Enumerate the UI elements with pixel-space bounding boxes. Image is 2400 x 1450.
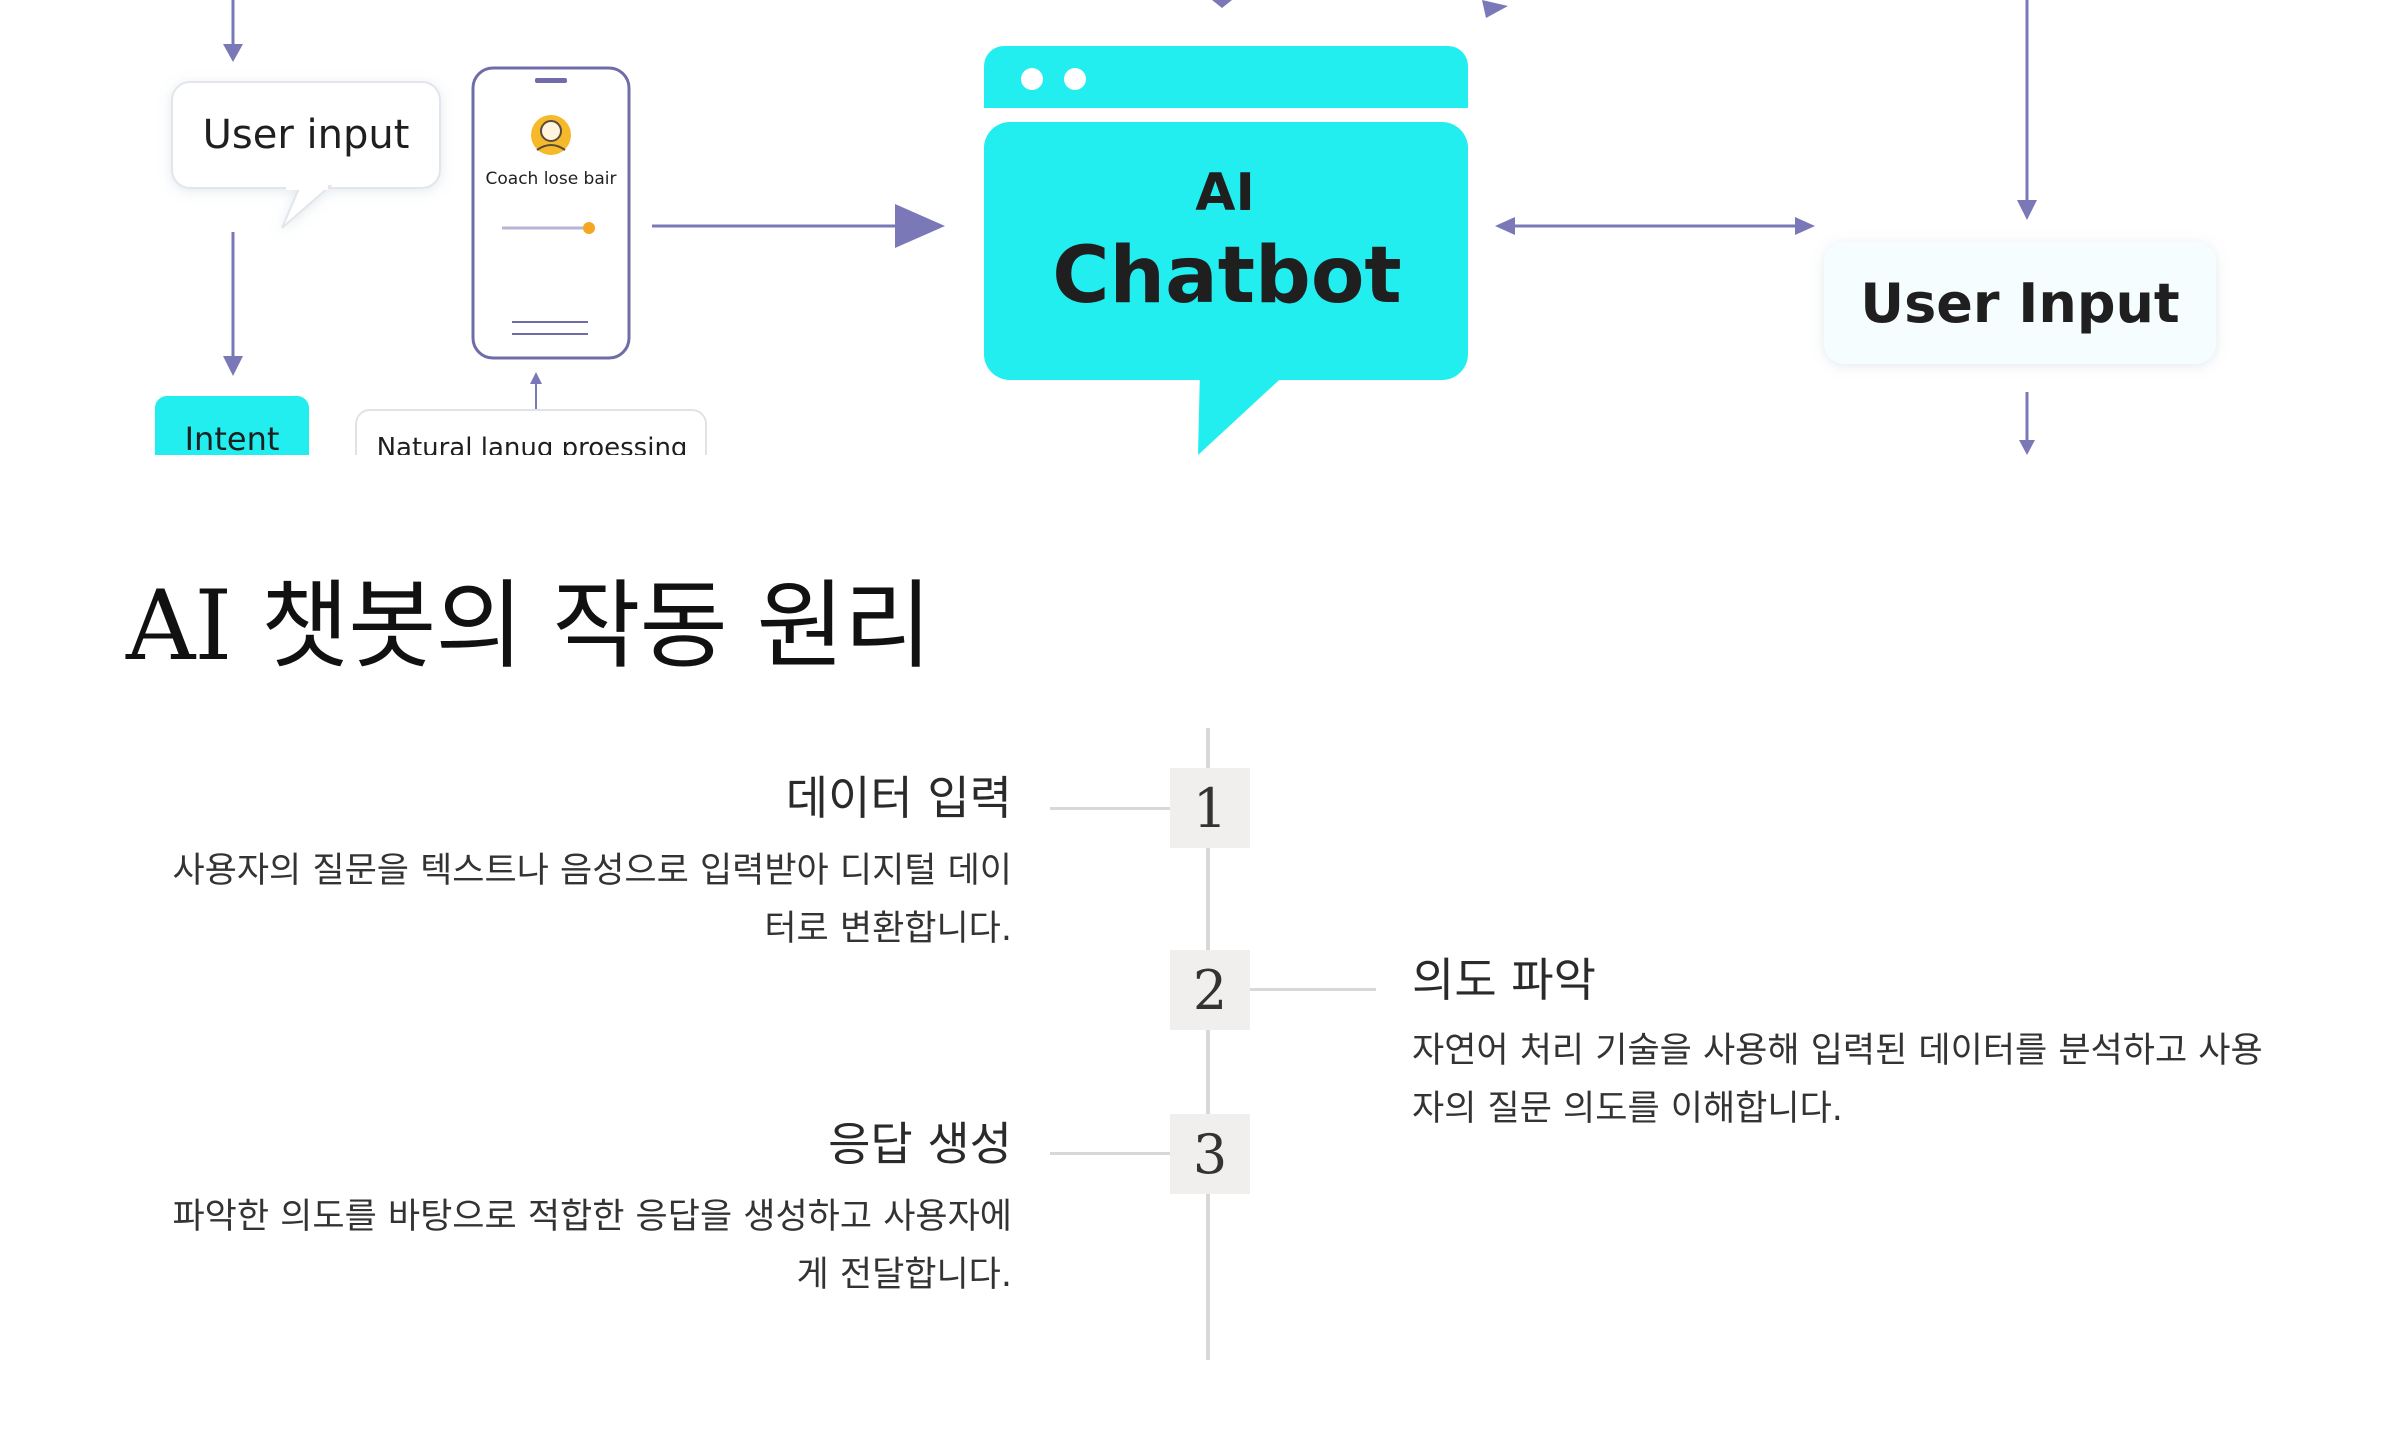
user-input-right-box: [1824, 242, 2216, 364]
phone-caption: Coach lose bair: [486, 169, 617, 189]
phone-mockup: [471, 66, 631, 360]
chatbot-flow-illustration: User input Intent Coach lose bair Natura…: [155, 0, 2216, 455]
connector-step-1: [1050, 807, 1172, 810]
nlp-box: [355, 409, 707, 455]
step-2-number: 2: [1170, 950, 1250, 1030]
step-1-number: 1: [1170, 768, 1250, 848]
step-3-title: 응답 생성: [828, 1117, 1012, 1171]
chatbot-line2: Chatbot: [1052, 231, 1401, 321]
chatbot-line1: AI: [1195, 163, 1255, 223]
step-2-title: 의도 파악: [1412, 953, 1596, 1007]
step-3-number: 3: [1170, 1114, 1250, 1194]
step-2-description: 자연어 처리 기술을 사용해 입력된 데이터를 분석하고 사용자의 질문 의도를…: [1412, 1031, 2263, 1129]
nlp-label: Natural lanug proessing: [377, 433, 688, 455]
intent-box: [155, 396, 309, 455]
step-3-description: 파악한 의도를 바탕으로 적합한 응답을 생성하고 사용자에게 전달합니다.: [172, 1197, 1012, 1295]
page-title: AI 챗봇의 작동 원리: [126, 570, 932, 682]
connector-step-2: [1250, 988, 1376, 991]
intent-label: Intent: [185, 420, 280, 455]
step-1-description: 사용자의 질문을 텍스트나 음성으로 입력받아 디지털 데이터로 변환합니다.: [172, 851, 1012, 949]
user-input-bubble: [171, 81, 441, 229]
step-1-title: 데이터 입력: [785, 771, 1012, 825]
user-input-right-label: User Input: [1860, 272, 2180, 335]
user-input-bubble-label: User input: [203, 112, 410, 158]
connector-step-3: [1050, 1152, 1172, 1155]
ai-chatbot-window: [984, 46, 1468, 455]
arrow-head: [223, 44, 243, 62]
timeline-axis: [1206, 728, 1210, 1360]
